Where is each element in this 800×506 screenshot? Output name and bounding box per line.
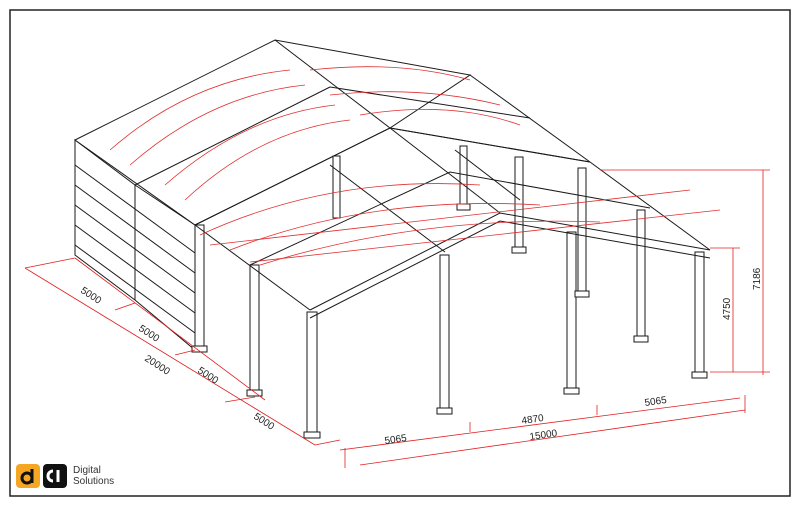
rafter-2 — [249, 171, 651, 266]
dim-bay-2: 5000 — [136, 323, 161, 345]
dim-bay-3: 5000 — [195, 365, 220, 387]
company-logo: Digital Solutions — [16, 462, 114, 490]
dim-total-length: 20000 — [142, 353, 172, 378]
dim-span-right: 5065 — [644, 395, 668, 409]
logo-line-2: Solutions — [73, 476, 115, 487]
logo-ds-icon — [46, 469, 60, 483]
logo-mark-ds — [43, 464, 67, 488]
logo-line-1: Digital — [73, 465, 101, 476]
roof-cladding — [74, 39, 472, 226]
dim-total-width: 15000 — [529, 428, 559, 443]
dim-span-left: 5065 — [384, 433, 408, 447]
dimension-lines — [24, 169, 770, 468]
logo-wordmark: Digital Solutions — [73, 465, 114, 487]
building-frame — [74, 39, 711, 439]
logo-d-icon — [20, 469, 34, 485]
dim-ridge-height: 7186 — [752, 267, 763, 290]
dim-eave-height: 4750 — [722, 297, 733, 320]
dim-bay-1: 5000 — [78, 285, 103, 307]
drawing-border — [9, 9, 791, 497]
rafter-front — [309, 212, 711, 311]
logo-mark-d — [16, 464, 40, 488]
base-plates — [191, 203, 708, 439]
dim-bay-4: 5000 — [251, 411, 276, 433]
dim-span-middle: 4870 — [521, 413, 545, 427]
roof-sketch-arcs — [109, 66, 721, 266]
